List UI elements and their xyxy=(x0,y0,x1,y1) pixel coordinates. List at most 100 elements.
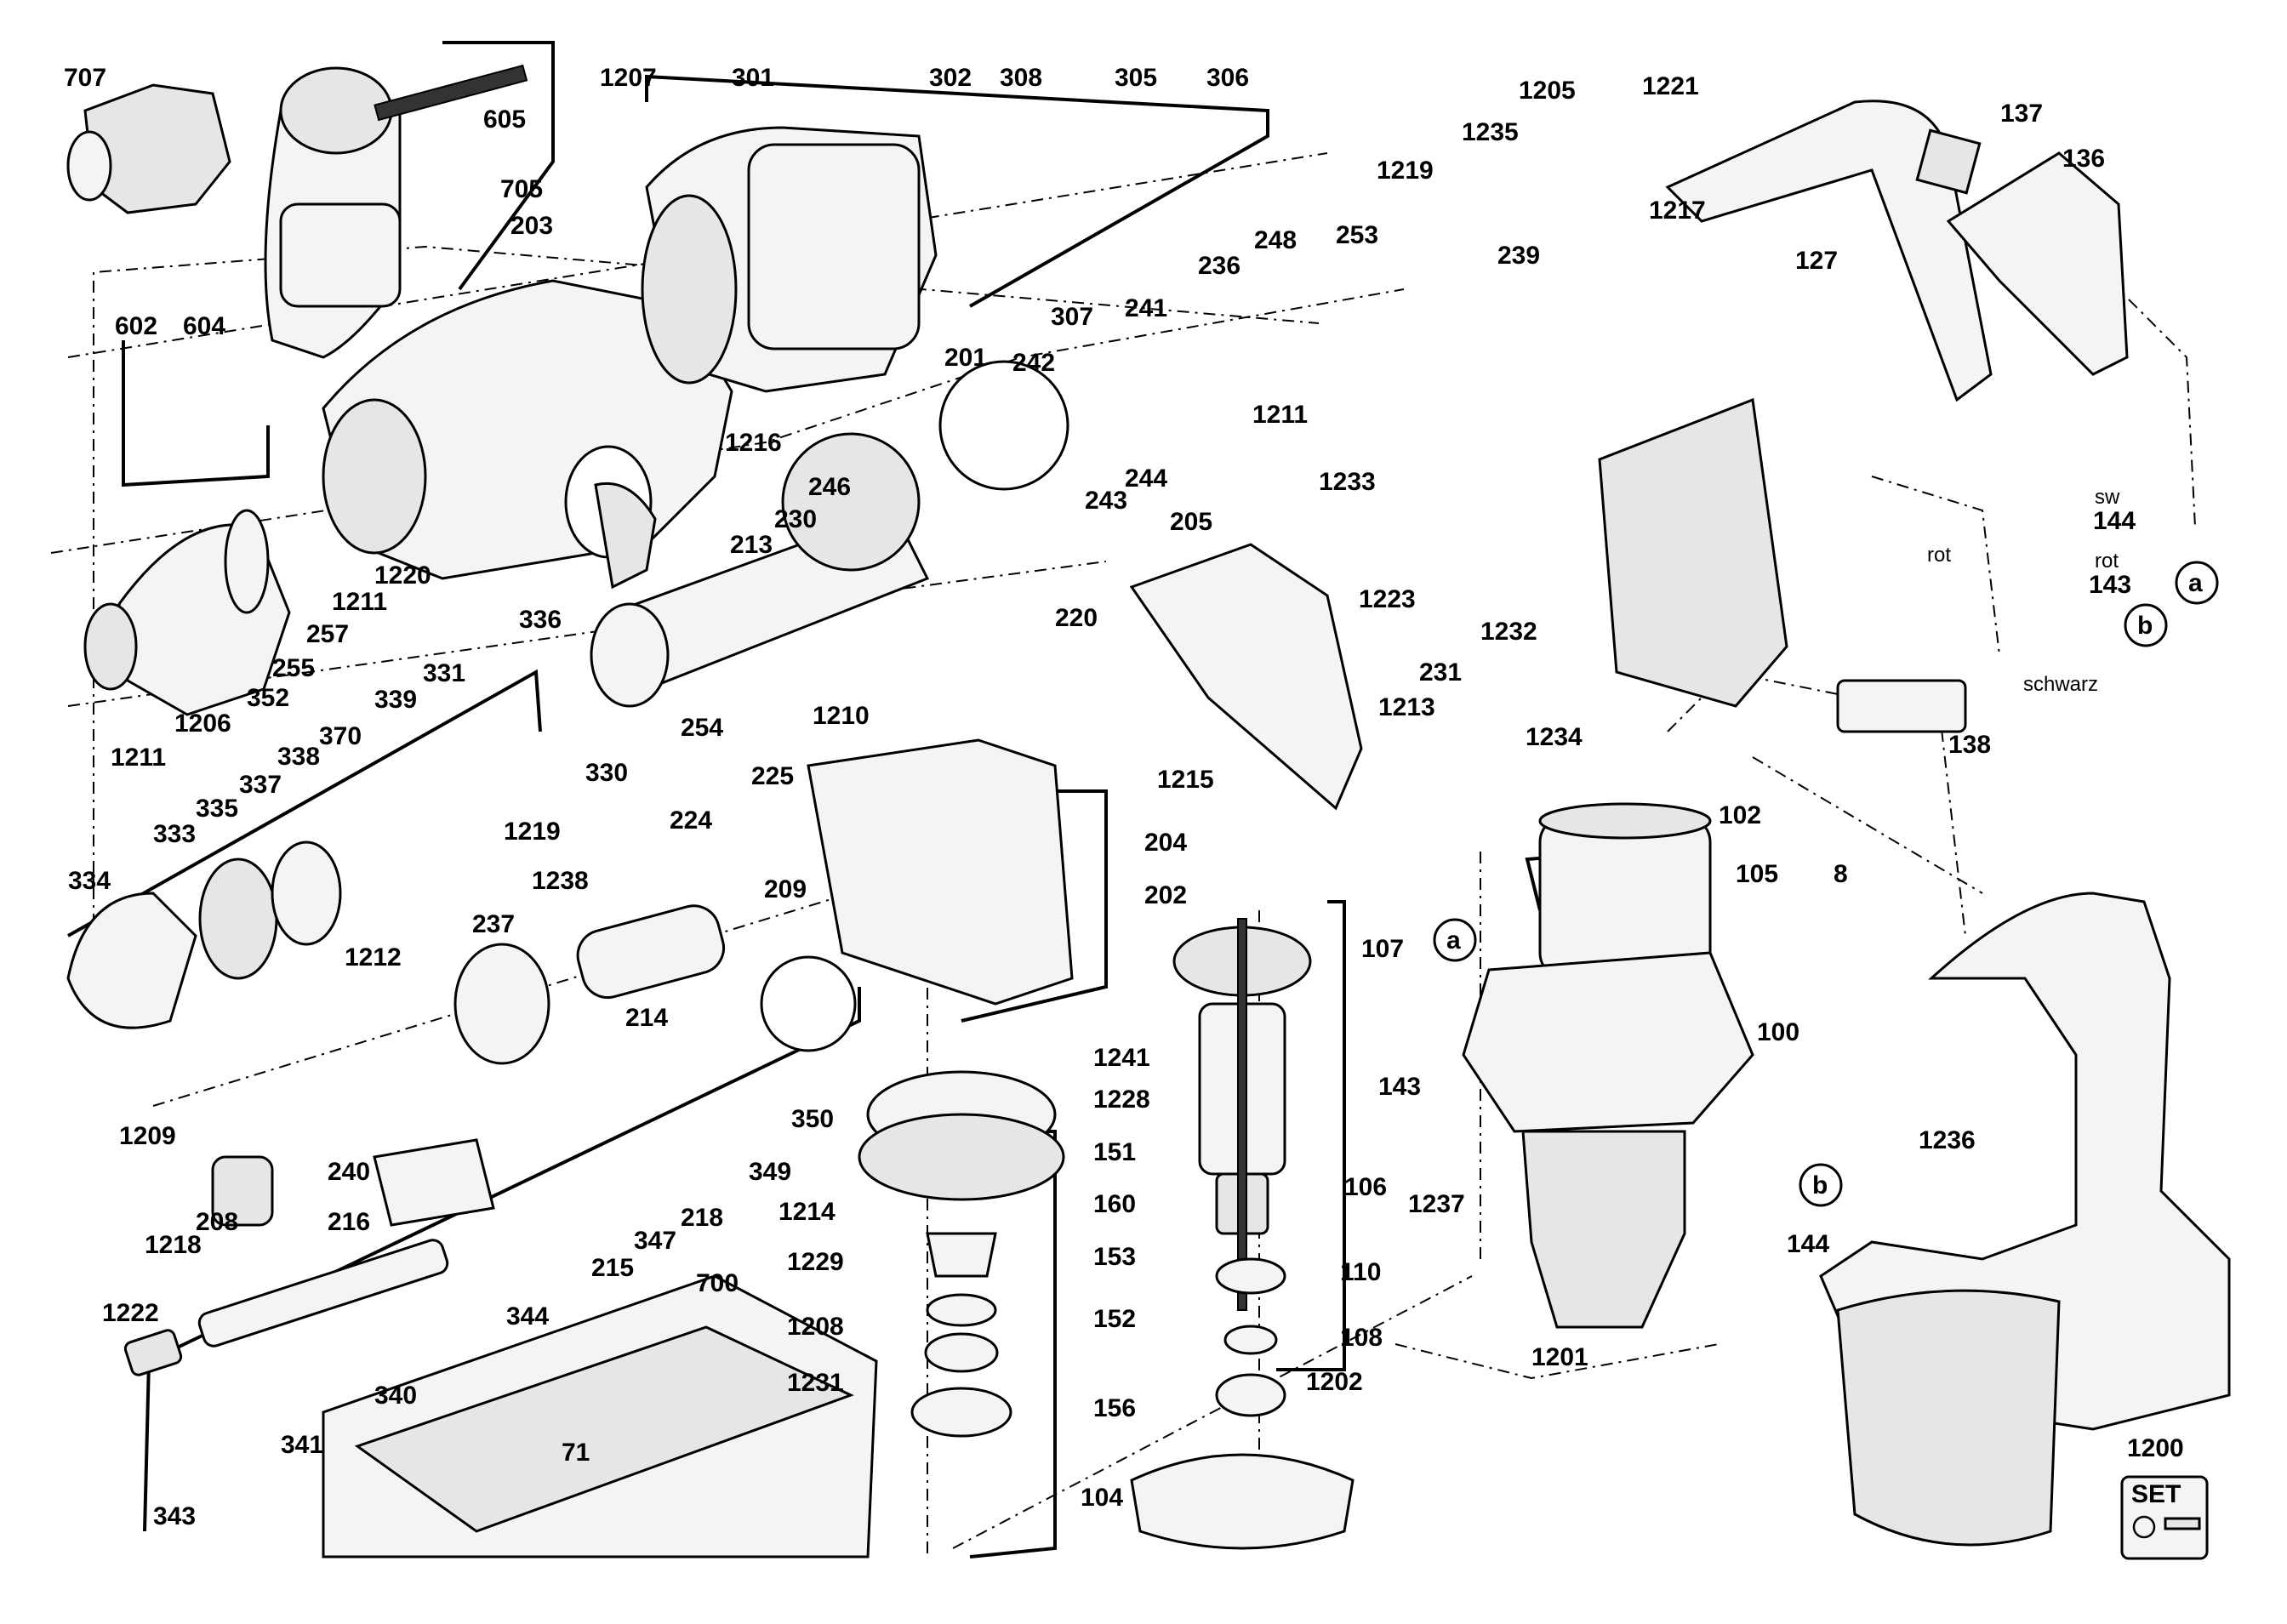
part-number-label: 306 xyxy=(1206,64,1249,92)
part-number-label: 1231 xyxy=(787,1369,844,1397)
motor-housing-cylinder xyxy=(641,126,938,393)
part-number-label: 1217 xyxy=(1649,197,1706,225)
part-number-label: 242 xyxy=(1012,349,1055,377)
rear-handle xyxy=(1598,100,2129,733)
part-number-label: 216 xyxy=(328,1208,370,1236)
part-number-label: 1222 xyxy=(102,1299,159,1327)
drill-chuck xyxy=(66,83,231,214)
side-handle xyxy=(264,64,528,359)
part-number-label: 240 xyxy=(328,1158,370,1186)
part-number-label: 344 xyxy=(506,1302,549,1331)
marker-a: a xyxy=(2188,569,2203,597)
part-number-label: 236 xyxy=(1198,252,1240,280)
part-number-label: 1235 xyxy=(1462,118,1519,146)
part-number-label: 105 xyxy=(1736,860,1778,888)
part-number-label: 8 xyxy=(1834,860,1848,888)
part-number-label: 1206 xyxy=(174,709,231,738)
part-number-label: 215 xyxy=(591,1254,634,1282)
motor-bottom-cover xyxy=(1130,1453,1355,1550)
part-number-label: 338 xyxy=(277,743,320,771)
part-number-label: 1215 xyxy=(1157,766,1214,794)
part-number-label: 208 xyxy=(196,1208,238,1236)
part-number-label: 156 xyxy=(1093,1394,1136,1422)
part-number-label: 231 xyxy=(1419,658,1462,687)
part-number-label: 1228 xyxy=(1093,1086,1150,1114)
part-number-label: 352 xyxy=(247,684,289,712)
part-number-label: 330 xyxy=(585,759,628,787)
bracket-lines xyxy=(67,41,1583,1558)
part-number-label: 302 xyxy=(929,64,972,92)
part-number-label: 224 xyxy=(670,806,712,835)
clutch-parts xyxy=(211,904,726,1227)
part-number-label: 144 xyxy=(1787,1230,1829,1258)
armature xyxy=(1172,918,1312,1417)
intermediate-shaft xyxy=(123,1239,449,1376)
part-number-label: 335 xyxy=(196,795,238,823)
part-number-label: 707 xyxy=(64,64,106,92)
part-number-label: 1210 xyxy=(813,702,870,730)
part-number-label: 100 xyxy=(1757,1018,1799,1046)
part-number-label: 1211 xyxy=(1252,401,1308,429)
part-number-label: 1218 xyxy=(145,1231,202,1259)
part-number-label: 144 xyxy=(2093,507,2136,535)
part-number-label: 257 xyxy=(306,620,349,648)
part-number-label: 1207 xyxy=(600,64,657,92)
gear-housing xyxy=(322,279,733,590)
part-number-label: 1219 xyxy=(1377,157,1434,185)
part-number-label: 1202 xyxy=(1306,1368,1363,1396)
part-number-label: 605 xyxy=(483,105,526,134)
part-number-label: 108 xyxy=(1340,1324,1383,1352)
part-number-label: 213 xyxy=(730,531,773,559)
part-number-label: 1213 xyxy=(1378,693,1435,721)
tool-holder xyxy=(66,840,342,1029)
part-number-label: 143 xyxy=(2089,571,2131,599)
part-number-label: 160 xyxy=(1093,1190,1136,1218)
part-number-label: 71 xyxy=(562,1439,590,1467)
wire-label-schwarz: schwarz xyxy=(2023,673,2098,696)
part-number-label: 334 xyxy=(68,867,111,895)
part-number-label: 248 xyxy=(1254,226,1297,254)
part-number-label: 143 xyxy=(1378,1073,1421,1101)
marker-circles: a b a b xyxy=(1433,561,2219,1207)
wire-label-sw: sw xyxy=(2095,486,2120,509)
wire-label-rot: rot xyxy=(2095,550,2119,573)
part-number-label: 1223 xyxy=(1359,585,1416,613)
part-number-label: 349 xyxy=(749,1158,791,1186)
part-number-label: 336 xyxy=(519,606,562,634)
part-number-label: 1241 xyxy=(1093,1044,1150,1072)
part-number-label: 370 xyxy=(319,722,362,750)
part-number-label: 205 xyxy=(1170,508,1212,536)
set-badge: SET xyxy=(2120,1475,2209,1560)
part-number-label: 301 xyxy=(732,64,774,92)
part-number-label: 107 xyxy=(1361,935,1404,963)
part-number-label: 243 xyxy=(1085,487,1127,515)
part-number-label: 1211 xyxy=(111,744,166,772)
marker-a: a xyxy=(1446,926,1461,954)
part-number-label: 307 xyxy=(1051,303,1093,331)
spindle-assembly xyxy=(590,360,1069,708)
crank-housing xyxy=(760,543,1363,1052)
part-number-label: 1238 xyxy=(532,867,589,895)
part-number-label: 341 xyxy=(281,1431,323,1459)
gear-flange xyxy=(858,1070,1065,1438)
part-number-label: 347 xyxy=(634,1227,676,1255)
part-number-label: 153 xyxy=(1093,1243,1136,1271)
marker-b: b xyxy=(2137,612,2153,640)
part-number-label: 1233 xyxy=(1319,468,1376,496)
field-housing xyxy=(1462,802,1754,1329)
part-number-label: 1220 xyxy=(374,561,431,590)
part-number-label: 1219 xyxy=(504,818,561,846)
part-number-label: 255 xyxy=(272,654,315,682)
part-number-label: 237 xyxy=(472,910,515,938)
part-number-label: 1236 xyxy=(1919,1126,1976,1154)
carrying-case xyxy=(322,1274,878,1558)
wire-label-rot: rot xyxy=(1927,544,1951,567)
part-number-label: 337 xyxy=(239,771,282,799)
part-number-label: 1234 xyxy=(1526,723,1583,751)
part-number-label: 136 xyxy=(2062,145,2105,173)
part-number-label: 305 xyxy=(1115,64,1157,92)
part-number-label: 254 xyxy=(681,714,723,742)
part-number-label: 137 xyxy=(2000,100,2043,128)
